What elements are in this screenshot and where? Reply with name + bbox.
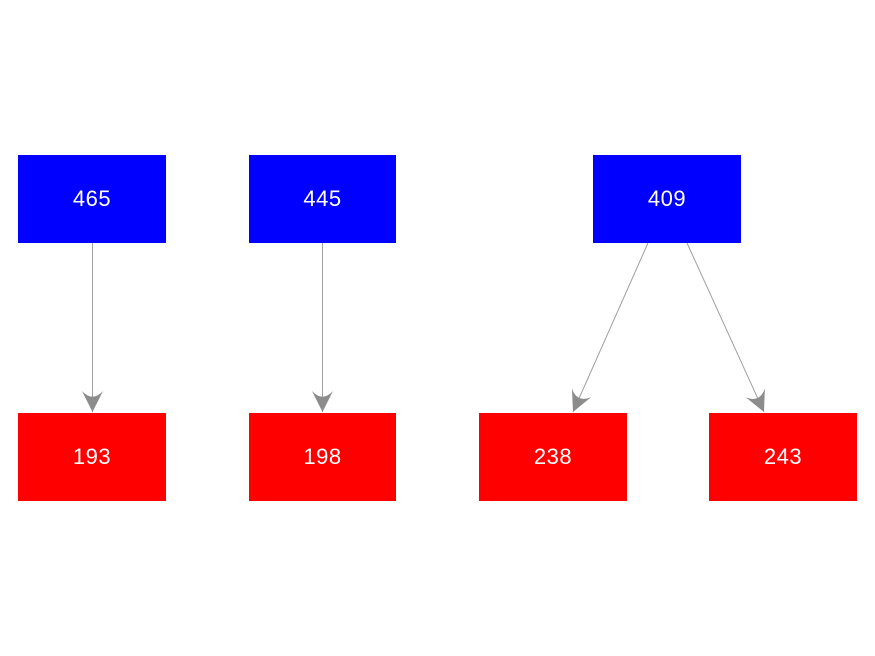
node-label: 465 [72,186,112,211]
node-label: 198 [303,444,342,469]
node-label: 238 [533,444,573,469]
node-label: 445 [303,186,342,211]
node-198[interactable]: 198 [249,413,396,501]
node-238[interactable]: 238 [479,413,627,501]
node-243[interactable]: 243 [709,413,857,501]
node-409[interactable]: 409 [593,155,741,243]
node-445[interactable]: 445 [249,155,396,243]
node-label: 193 [72,444,112,469]
node-label: 243 [763,444,803,469]
node-label: 409 [647,186,687,211]
node-193[interactable]: 193 [18,413,166,501]
node-465[interactable]: 465 [18,155,166,243]
